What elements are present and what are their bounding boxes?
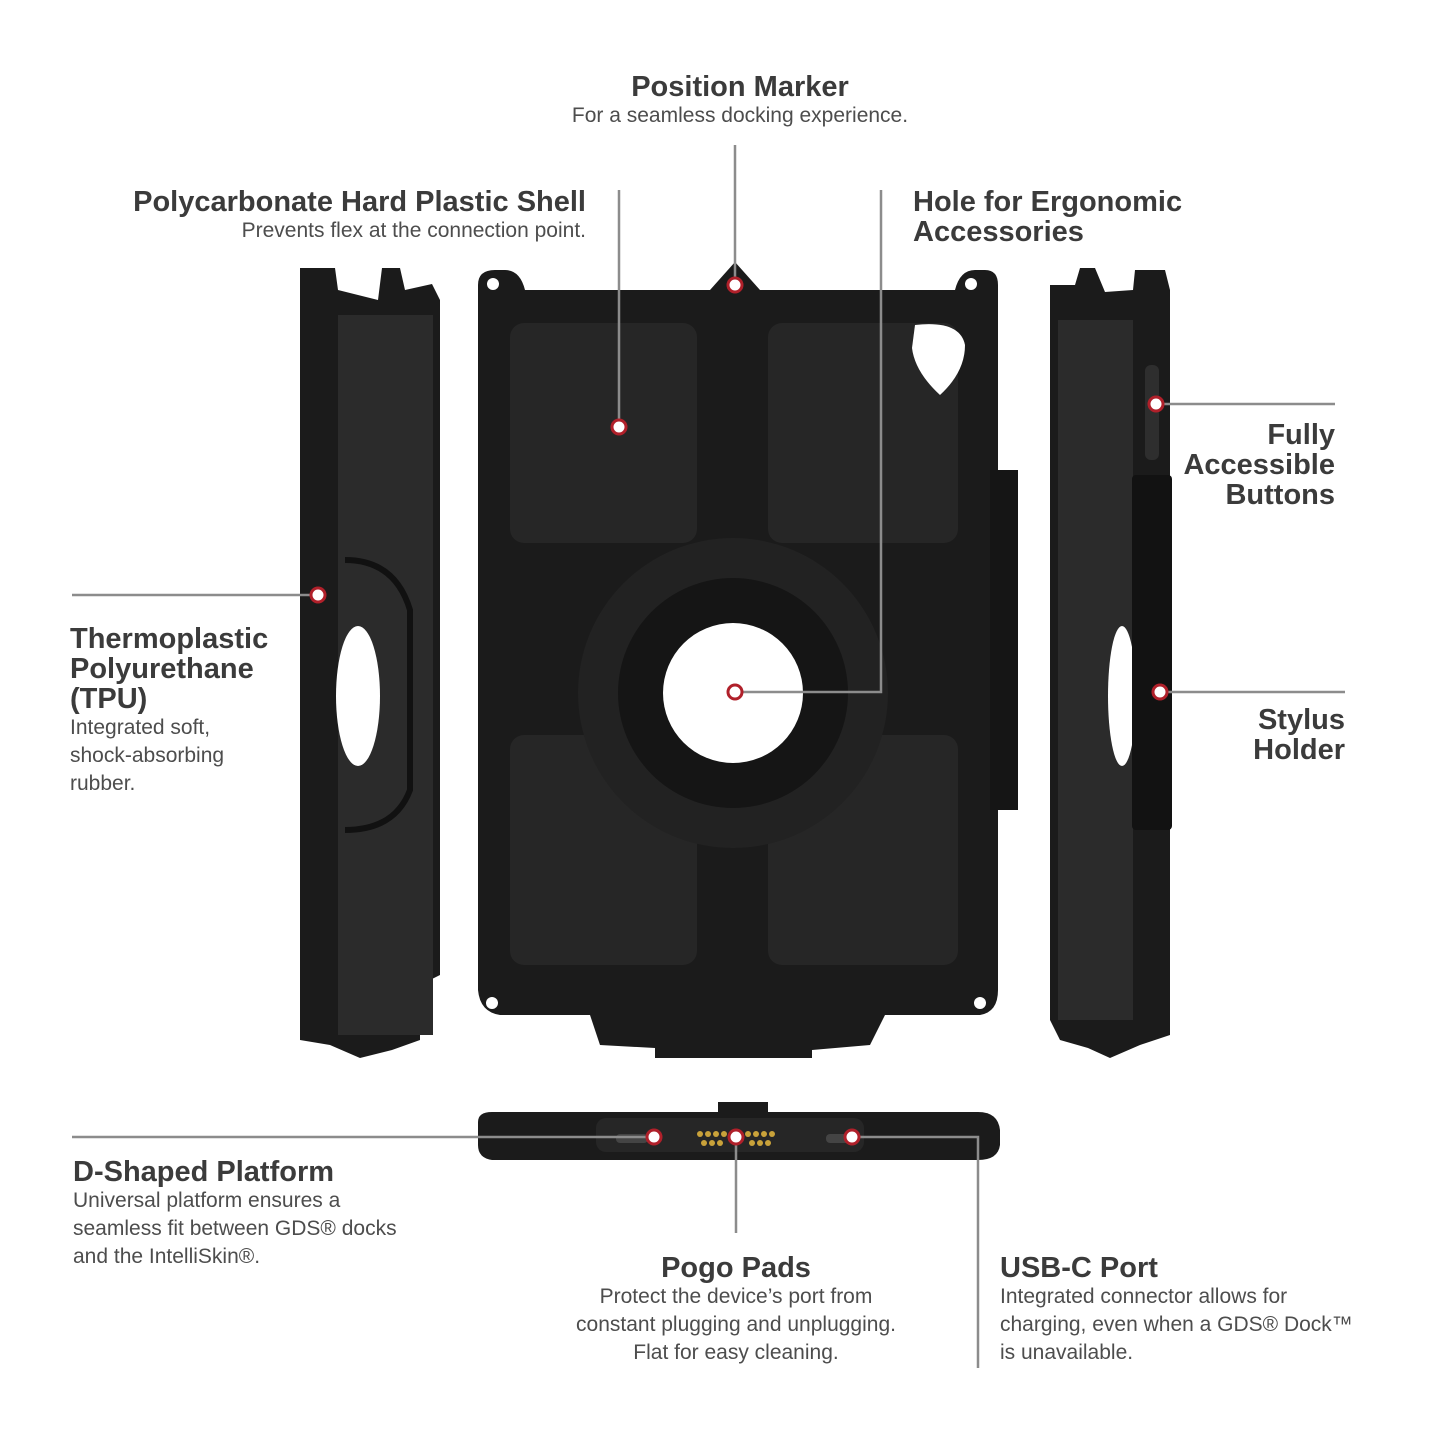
shell-desc: Prevents flex at the connection point.: [241, 219, 586, 242]
right-side-case: [1050, 268, 1172, 1058]
usbc-desc-line3: is unavailable.: [1000, 1341, 1134, 1364]
platform-title: D-Shaped Platform: [73, 1156, 335, 1188]
tpu-desc-line1: Integrated soft,: [70, 716, 211, 739]
tpu-title-line2: Polyurethane: [70, 653, 254, 685]
leader-lines: [72, 145, 1345, 1368]
hole-callout: Hole for Ergonomic Accessories: [913, 187, 1233, 247]
position-marker-callout: Position Marker For a seamless docking e…: [540, 72, 940, 130]
left-side-case: [300, 268, 440, 1058]
shell-callout: Polycarbonate Hard Plastic Shell Prevent…: [100, 187, 586, 245]
tpu-title-line3: (TPU): [70, 683, 148, 715]
usbc-callout: USB-C Port Integrated connector allows f…: [1000, 1253, 1420, 1367]
tpu-title-line1: Thermoplastic: [70, 623, 269, 655]
usbc-title: USB-C Port: [1000, 1252, 1158, 1284]
center-back-case: [478, 262, 1018, 1058]
platform-desc-line2: seamless fit between GDS® docks: [73, 1217, 397, 1240]
buttons-callout: Fully Accessible Buttons: [1135, 420, 1335, 510]
pogo-title: Pogo Pads: [661, 1252, 811, 1284]
position-marker-desc: For a seamless docking experience.: [571, 104, 909, 127]
pogo-desc-line3: Flat for easy cleaning.: [633, 1341, 839, 1364]
hole-title-line2: Accessories: [913, 216, 1084, 248]
tpu-desc-line2: shock-absorbing: [70, 744, 225, 767]
tpu-callout: Thermoplastic Polyurethane (TPU) Integra…: [70, 624, 300, 798]
stylus-line2: Holder: [1253, 734, 1345, 766]
platform-desc-line3: and the IntelliSkin®.: [73, 1245, 261, 1268]
tpu-desc-line3: rubber.: [70, 772, 136, 795]
stylus-line1: Stylus: [1257, 704, 1345, 736]
stylus-callout: Stylus Holder: [1185, 705, 1345, 765]
pogo-desc-line1: Protect the device’s port from: [599, 1285, 873, 1308]
shell-title: Polycarbonate Hard Plastic Shell: [133, 186, 586, 218]
buttons-line1: Fully: [1267, 419, 1335, 451]
buttons-line2: Accessible: [1183, 449, 1335, 481]
buttons-line3: Buttons: [1225, 479, 1335, 511]
position-marker-title: Position Marker: [631, 71, 849, 103]
usbc-desc-line2: charging, even when a GDS® Dock™: [1000, 1313, 1353, 1336]
hole-title-line1: Hole for Ergonomic: [913, 186, 1183, 218]
callout-dots: [309, 276, 1169, 1146]
pogo-desc-line2: constant plugging and unplugging.: [576, 1313, 896, 1336]
platform-callout: D-Shaped Platform Universal platform ens…: [73, 1157, 473, 1271]
usbc-desc-line1: Integrated connector allows for: [1000, 1285, 1288, 1308]
pogo-callout: Pogo Pads Protect the device’s port from…: [536, 1253, 936, 1367]
platform-desc-line1: Universal platform ensures a: [73, 1189, 341, 1212]
